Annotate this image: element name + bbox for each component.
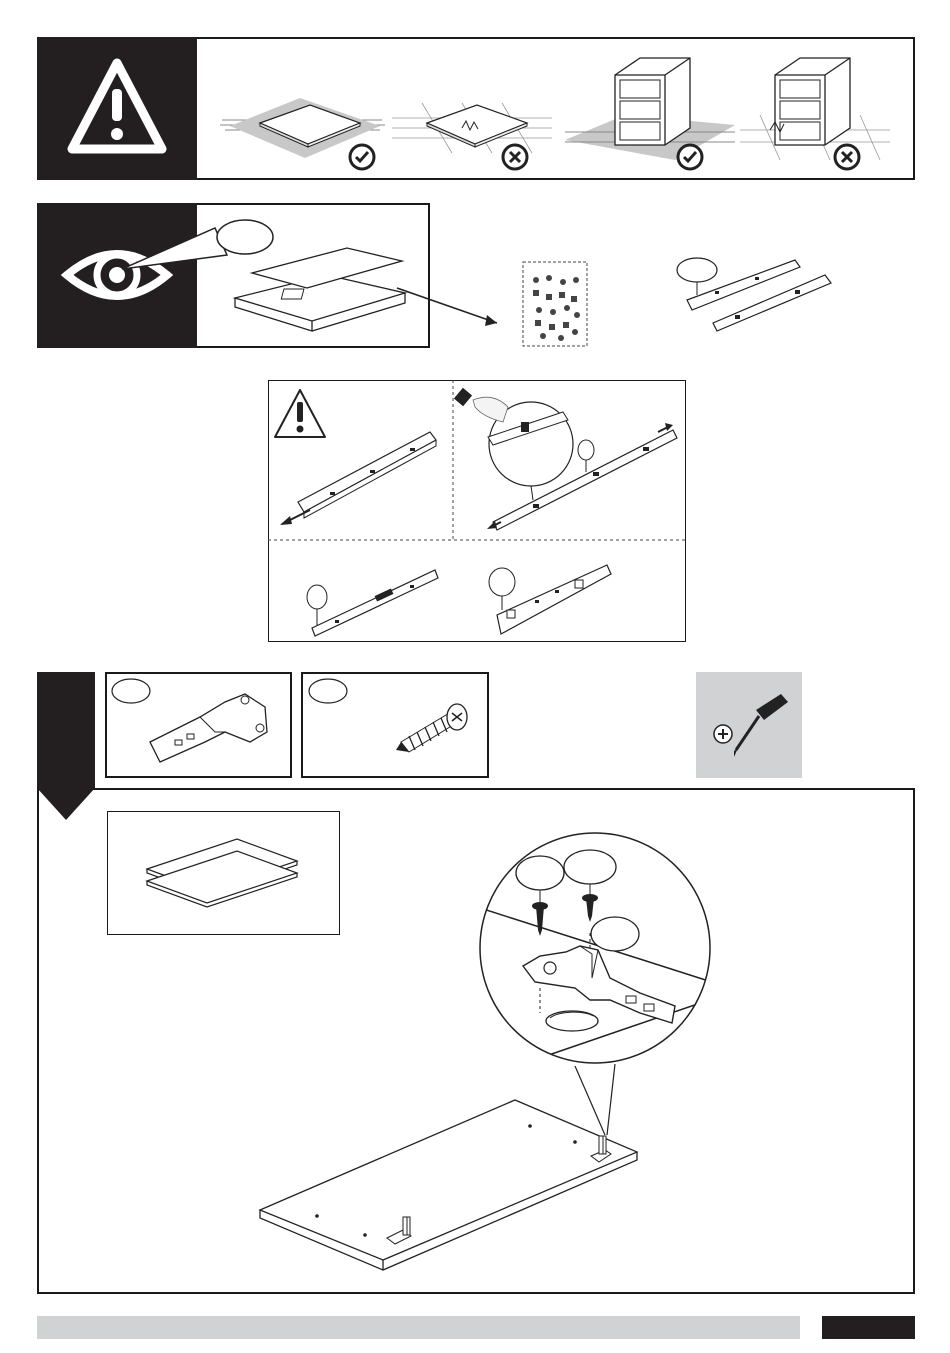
- hardware-bag: [521, 260, 591, 350]
- floor-example-cabinet-carpet: [565, 50, 735, 170]
- eye-icon: [37, 203, 430, 348]
- inspect-callout-bubble: [217, 220, 273, 254]
- check-icon: [675, 142, 705, 172]
- drawer-slide-rails: [675, 255, 835, 335]
- detail-callout-1: [516, 856, 564, 890]
- rail-label-b-bubble: [489, 568, 515, 596]
- door-panel-assembly: [255, 1060, 645, 1275]
- hinge-icon: [105, 672, 292, 778]
- check-icon: [347, 142, 377, 172]
- footer-bar: [37, 1316, 800, 1339]
- phillips-screwdriver-icon: [696, 672, 802, 778]
- rail-warning-illustration: [270, 382, 450, 537]
- cross-icon: [832, 142, 862, 172]
- step-arrow-overlay: [37, 788, 95, 822]
- rail-outer-member: [485, 560, 625, 640]
- panel-icon: [107, 811, 340, 935]
- rail-label-a-bubble: [307, 585, 327, 609]
- screw-icon: [301, 672, 489, 778]
- step-number-tab: [37, 672, 95, 788]
- detail-callout-3: [591, 917, 639, 951]
- cross-icon: [500, 142, 530, 172]
- rail-inner-member: [290, 560, 450, 640]
- part-hinge-label-bubble: [112, 679, 150, 703]
- rail-release-illustration: [453, 382, 683, 537]
- detail-callout-2: [564, 850, 616, 884]
- warning-triangle-icon: [37, 37, 197, 180]
- hinge-detail-magnifier: [480, 828, 715, 1068]
- floor-example-cabinet-hard-floor: [740, 50, 890, 170]
- footer-page-tab: [822, 1316, 915, 1339]
- part-screw-label-bubble: [309, 679, 347, 703]
